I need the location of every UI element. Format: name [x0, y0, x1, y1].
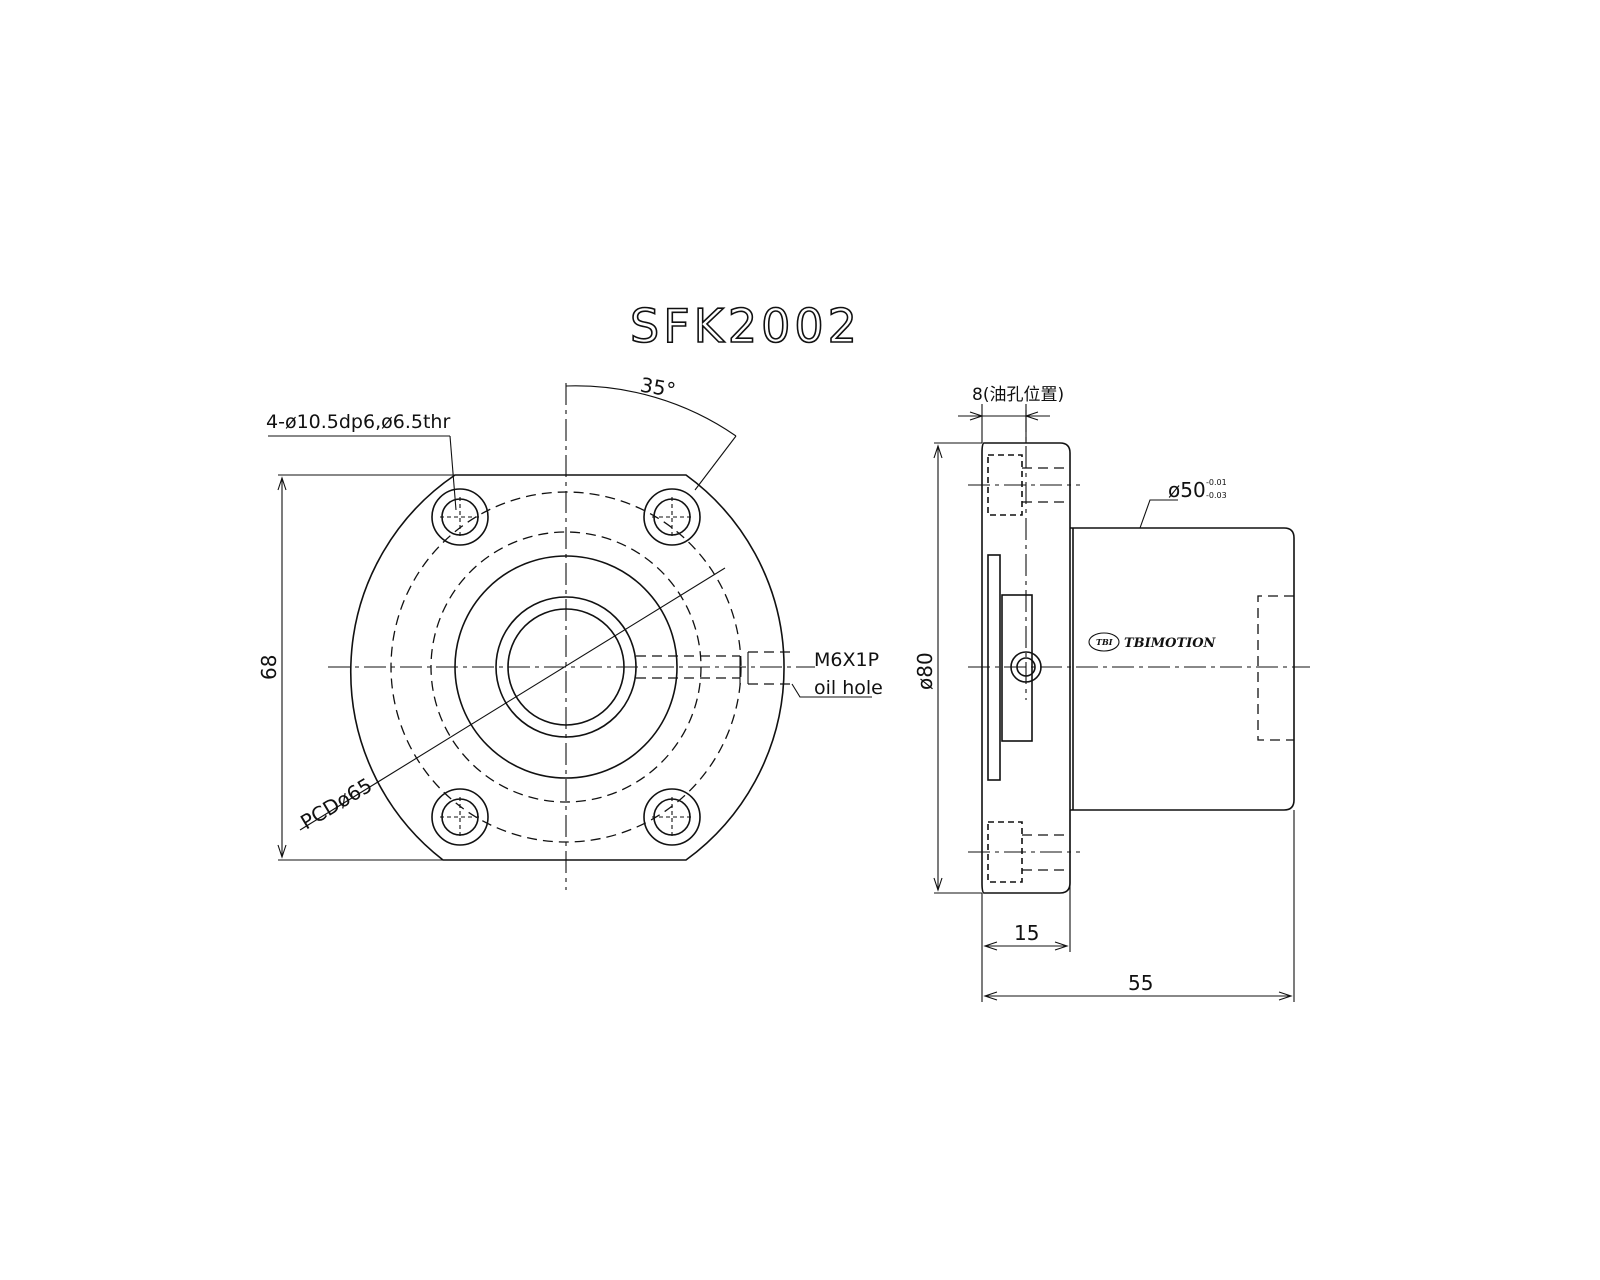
mounting-hole [431, 788, 489, 846]
flange-thickness-label: 15 [1014, 921, 1039, 945]
mounting-hole [643, 488, 701, 546]
spigot-tol-upper: -0.01 [1206, 478, 1227, 487]
oil-hole-label: oil hole [814, 677, 883, 699]
flange-outline [349, 474, 785, 861]
brand-logo: TBI TBIMOTION [1088, 632, 1217, 652]
pcd-label: PCDø65 [296, 773, 376, 834]
front-view: PCDø65 35° 4-ø10.5dp6,ø6.5thr 68 M6X1P o… [257, 372, 883, 890]
oil-position-label: 8(油孔位置) [972, 385, 1064, 405]
oil-thread-label: M6X1P [814, 649, 879, 671]
spigot-tol-lower: -0.03 [1206, 491, 1227, 500]
spigot-dia-label: ø50 [1168, 478, 1206, 502]
side-view: TBI TBIMOTION 8(油孔位置) ø80 ø50 -0.01 -0.0… [913, 385, 1310, 1002]
angle-label: 35° [638, 372, 677, 402]
hole-callout: 4-ø10.5dp6,ø6.5thr [266, 411, 450, 433]
total-length-label: 55 [1128, 971, 1153, 995]
brand-badge: TBI [1096, 637, 1113, 647]
height-label: 68 [257, 655, 281, 680]
side-spigot [1070, 527, 1295, 811]
oil-passage [636, 651, 792, 685]
angle-leader [694, 435, 737, 491]
drawing-title: SFK2002 [630, 299, 861, 353]
flange-dia-label: ø80 [913, 652, 937, 690]
angle-arc [565, 385, 737, 437]
brand-name: TBIMOTION [1124, 636, 1217, 651]
mounting-hole [643, 788, 701, 846]
pcd-leader [299, 567, 726, 831]
mounting-hole [431, 488, 489, 546]
side-flange [981, 442, 1071, 894]
